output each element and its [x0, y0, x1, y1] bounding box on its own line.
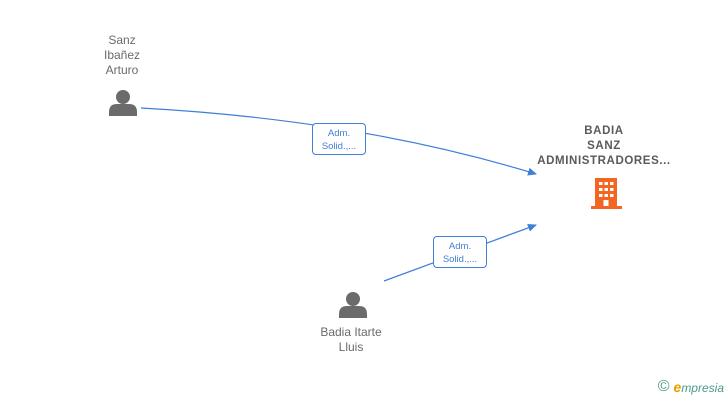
company-name-badia-sanz[interactable]: BADIA SANZ ADMINISTRADORES...: [537, 125, 671, 167]
person-icon[interactable]: [339, 292, 367, 318]
person-icon[interactable]: [109, 90, 137, 116]
edge-label[interactable]: Adm. Solid.,...: [312, 123, 366, 155]
person-name-badia-itarte-lluis[interactable]: Badia Itarte Lluis: [320, 325, 382, 354]
brand-logo: © empresia: [658, 378, 724, 396]
building-icon[interactable]: [591, 178, 622, 209]
person-name-sanz-ibanez-arturo[interactable]: Sanz Ibañez Arturo: [103, 33, 141, 77]
copyright-icon: ©: [657, 378, 670, 395]
edge-label[interactable]: Adm. Solid.,...: [433, 236, 487, 268]
brand-wordmark: empresia: [673, 379, 724, 395]
